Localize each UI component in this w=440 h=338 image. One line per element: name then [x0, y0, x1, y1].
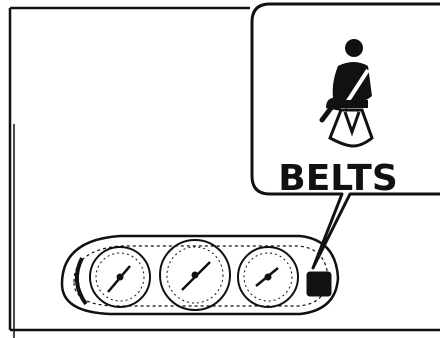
instrument-cluster [62, 236, 338, 314]
speedometer-gauge [160, 240, 230, 310]
callout-bubble: BELTS [252, 4, 440, 268]
cluster-left-trim [77, 258, 86, 304]
tachometer-gauge [90, 247, 150, 307]
callout-label: BELTS [278, 158, 398, 199]
fuel-temp-gauge [238, 247, 298, 307]
seatbelt-indicator-light [307, 272, 331, 296]
